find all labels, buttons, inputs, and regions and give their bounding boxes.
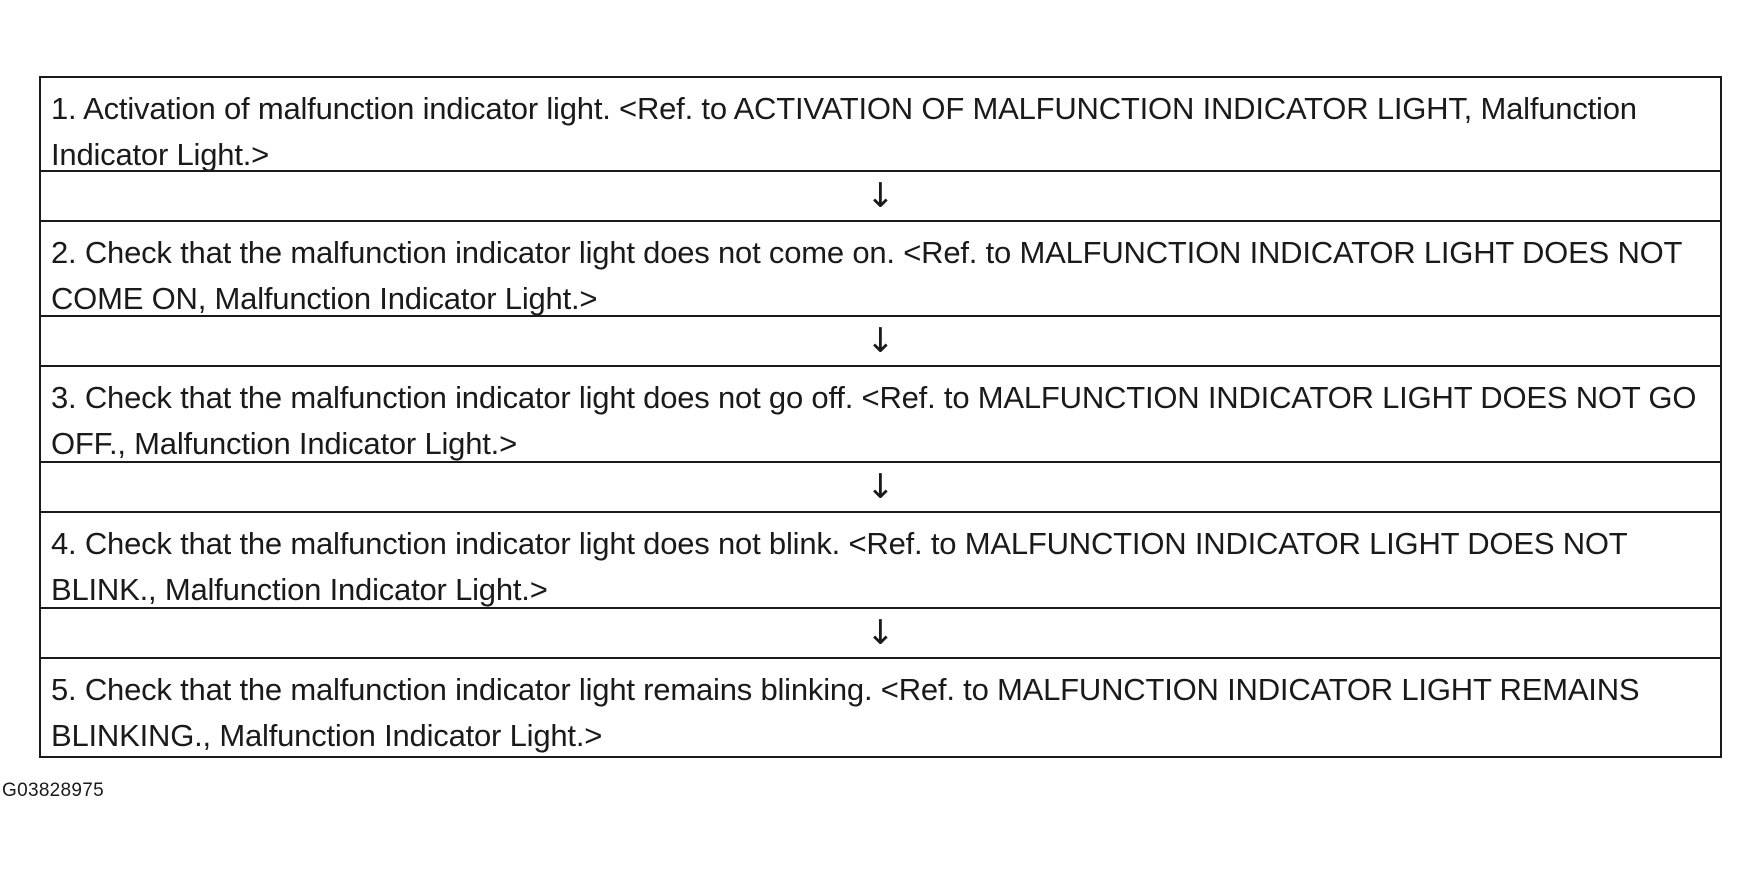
down-arrow-icon: ↓ [41,172,1720,222]
down-arrow-icon: ↓ [41,463,1720,513]
flow-step-3: 3. Check that the malfunction indicator … [41,367,1720,463]
flow-step-2: 2. Check that the malfunction indicator … [41,222,1720,317]
down-arrow-icon: ↓ [41,317,1720,367]
flow-step-1: 1. Activation of malfunction indicator l… [41,78,1720,172]
down-arrow-icon: ↓ [41,609,1720,659]
flow-step-5: 5. Check that the malfunction indicator … [51,672,1640,753]
flowchart: 1. Activation of malfunction indicator l… [39,76,1722,758]
figure-id: G03828975 [2,780,105,801]
flow-step-4: 4. Check that the malfunction indicator … [41,513,1720,609]
